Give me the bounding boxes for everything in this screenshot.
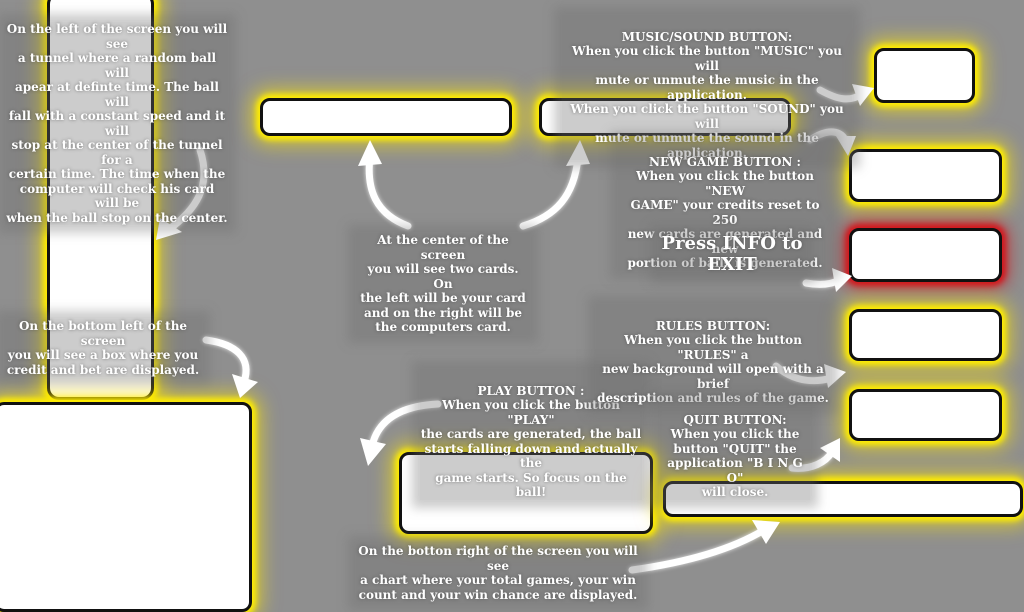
computer-card-box xyxy=(539,98,791,136)
new-game-description: NEW GAME BUTTON :When you click the butt… xyxy=(618,140,832,271)
stats-chart-box xyxy=(663,481,1023,517)
play-button-body: When you click the button "PLAY" the car… xyxy=(420,398,642,499)
new-game-title: NEW GAME BUTTON : xyxy=(648,154,801,169)
music-sound-description: MUSIC/SOUND BUTTON:When you click the bu… xyxy=(562,15,852,160)
rules-body: When you click the button "RULES" a new … xyxy=(597,333,829,405)
new-game-body: When you click the button "NEW GAME" you… xyxy=(627,169,823,270)
music-sound-title: MUSIC/SOUND BUTTON: xyxy=(621,29,793,44)
music-sound-button-placeholder[interactable] xyxy=(874,48,975,103)
music-sound-body: When you click the button "MUSIC" you wi… xyxy=(570,44,844,160)
quit-title: QUIT BUTTON: xyxy=(683,412,787,427)
cards-description: At the center of the screen you will see… xyxy=(356,233,530,335)
ball-tunnel xyxy=(47,0,154,400)
info-exit-hint: Press INFO to EXIT xyxy=(658,233,806,275)
credit-description: On the bottom left of the screen you wil… xyxy=(4,319,202,377)
chart-description: On the botton right of the screen you wi… xyxy=(356,544,640,602)
quit-description: QUIT BUTTON:When you click the button "Q… xyxy=(660,398,810,500)
rules-button-placeholder[interactable] xyxy=(849,309,1002,361)
quit-button-placeholder[interactable] xyxy=(849,389,1002,441)
rules-title: RULES BUTTON: xyxy=(655,318,771,333)
new-game-button-placeholder[interactable] xyxy=(849,149,1002,202)
player-card-box xyxy=(260,98,512,136)
play-button-title: PLAY BUTTON : xyxy=(477,383,585,398)
quit-body: When you click the button "QUIT" the app… xyxy=(667,427,803,499)
info-button-placeholder[interactable] xyxy=(849,228,1002,282)
play-button-description: PLAY BUTTON :When you click the button "… xyxy=(420,369,642,500)
play-button-placeholder[interactable] xyxy=(399,452,653,534)
credit-bet-box xyxy=(0,402,252,612)
tunnel-description: On the left of the screen you will see a… xyxy=(6,22,228,225)
rules-description: RULES BUTTON:When you click the button "… xyxy=(596,304,830,406)
